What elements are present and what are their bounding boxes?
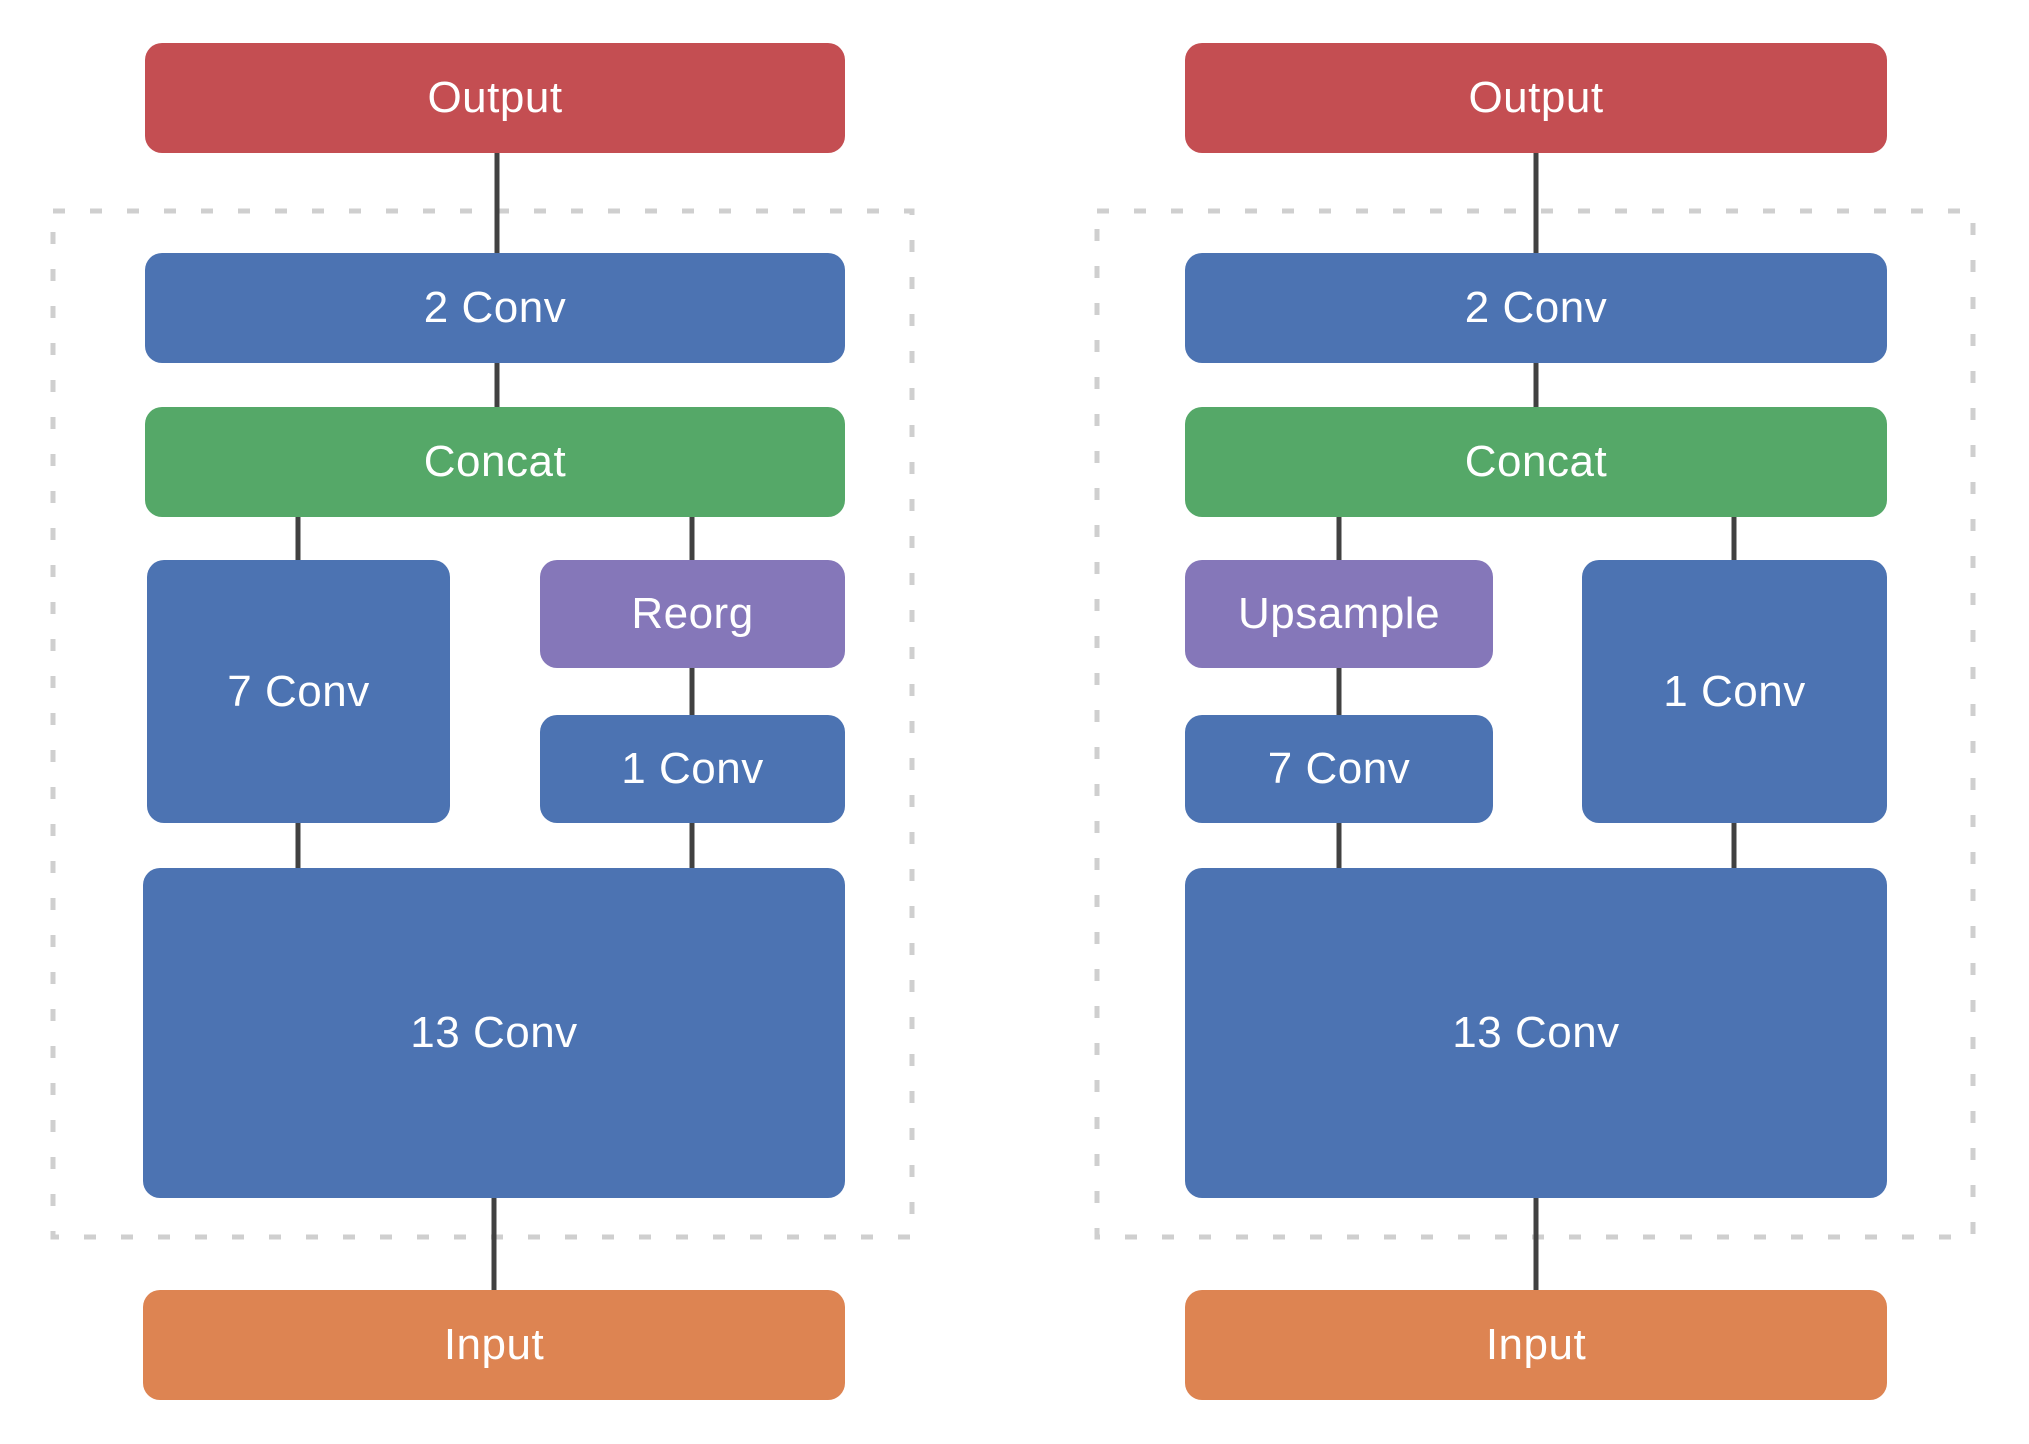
left-node-reorg: Reorg bbox=[540, 560, 845, 668]
right-node-7conv: 7 Conv bbox=[1185, 715, 1493, 823]
right-node-concat: Concat bbox=[1185, 407, 1887, 517]
right-node-1conv: 1 Conv bbox=[1582, 560, 1887, 823]
left-dashed-region-border bbox=[50, 208, 915, 1240]
left-node-1conv: 1 Conv bbox=[540, 715, 845, 823]
left-node-7conv: 7 Conv bbox=[147, 560, 450, 823]
right-node-13conv: 13 Conv bbox=[1185, 868, 1887, 1198]
left-node-concat: Concat bbox=[145, 407, 845, 517]
right-node-output: Output bbox=[1185, 43, 1887, 153]
right-node-upsample: Upsample bbox=[1185, 560, 1493, 668]
right-node-2conv: 2 Conv bbox=[1185, 253, 1887, 363]
right-node-input: Input bbox=[1185, 1290, 1887, 1400]
left-node-output: Output bbox=[145, 43, 845, 153]
left-node-13conv: 13 Conv bbox=[143, 868, 845, 1198]
left-node-input: Input bbox=[143, 1290, 845, 1400]
left-node-2conv: 2 Conv bbox=[145, 253, 845, 363]
